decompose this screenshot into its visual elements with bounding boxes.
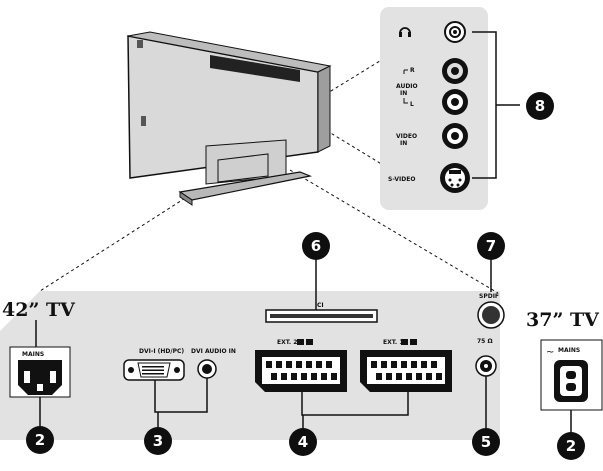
antenna-label: 75 Ω <box>477 338 493 345</box>
dvi-port[interactable] <box>123 359 185 381</box>
callout-7: 7 <box>477 232 505 260</box>
ext1-label: EXT. 1 <box>383 339 403 346</box>
leader-line <box>39 194 191 292</box>
mains-37-socket[interactable]: MAINS ~ <box>540 339 603 411</box>
audio-l-jack[interactable] <box>442 89 468 115</box>
video-in-jack[interactable] <box>442 123 468 149</box>
mains-37-label: MAINS <box>558 347 580 354</box>
mains-42-label: MAINS <box>22 351 44 358</box>
svg-text:2: 2 <box>35 431 45 449</box>
svg-text:8: 8 <box>535 97 545 115</box>
svg-text:4: 4 <box>298 433 308 451</box>
headphone-icon <box>399 27 411 37</box>
callout-5: 5 <box>472 428 500 456</box>
scart-ext2[interactable] <box>255 350 347 392</box>
callout-2-left: 2 <box>26 426 54 454</box>
callout-4: 4 <box>289 428 317 456</box>
svg-text:2: 2 <box>566 437 576 455</box>
svg-text:~: ~ <box>546 347 554 358</box>
dvi-label: DVI-I (HD/PC) <box>139 348 184 355</box>
tv37-label: 37” TV <box>526 309 600 331</box>
mains-42-socket[interactable]: MAINS <box>9 346 71 398</box>
dvi-audio-jack[interactable] <box>197 359 217 379</box>
spdif-label: SPDIF <box>479 293 499 300</box>
leader-line <box>289 169 499 294</box>
leader-line <box>299 55 389 111</box>
ext2-label: EXT. 2 <box>277 339 297 346</box>
svg-text:3: 3 <box>153 432 163 450</box>
svg-text:6: 6 <box>311 237 321 255</box>
callout-2-right: 2 <box>557 432 585 460</box>
callout-8: 8 <box>526 92 554 120</box>
svideo-label: S-VIDEO <box>388 176 415 183</box>
tv-illustration <box>127 31 332 206</box>
ci-label: CI <box>317 302 324 309</box>
audio-r-jack[interactable] <box>442 58 468 84</box>
audio-r-label: R <box>410 67 415 74</box>
svideo-jack[interactable] <box>440 163 470 193</box>
callout-6: 6 <box>302 232 330 260</box>
svg-text:5: 5 <box>481 433 491 451</box>
leader-line <box>305 117 389 169</box>
headphone-jack[interactable] <box>444 21 466 43</box>
dvi-audio-label: DVI AUDIO IN <box>191 348 236 355</box>
back-panel <box>0 291 500 440</box>
svg-text:7: 7 <box>486 237 496 255</box>
antenna-input[interactable] <box>475 355 497 377</box>
callout-3: 3 <box>144 427 172 455</box>
scart-ext1[interactable] <box>360 350 452 392</box>
tv42-label: 42” TV <box>2 299 76 321</box>
bracket-8 <box>472 31 520 179</box>
spdif-output[interactable] <box>477 301 505 329</box>
ci-slot[interactable] <box>265 309 378 323</box>
audio-l-label: L <box>410 101 414 108</box>
